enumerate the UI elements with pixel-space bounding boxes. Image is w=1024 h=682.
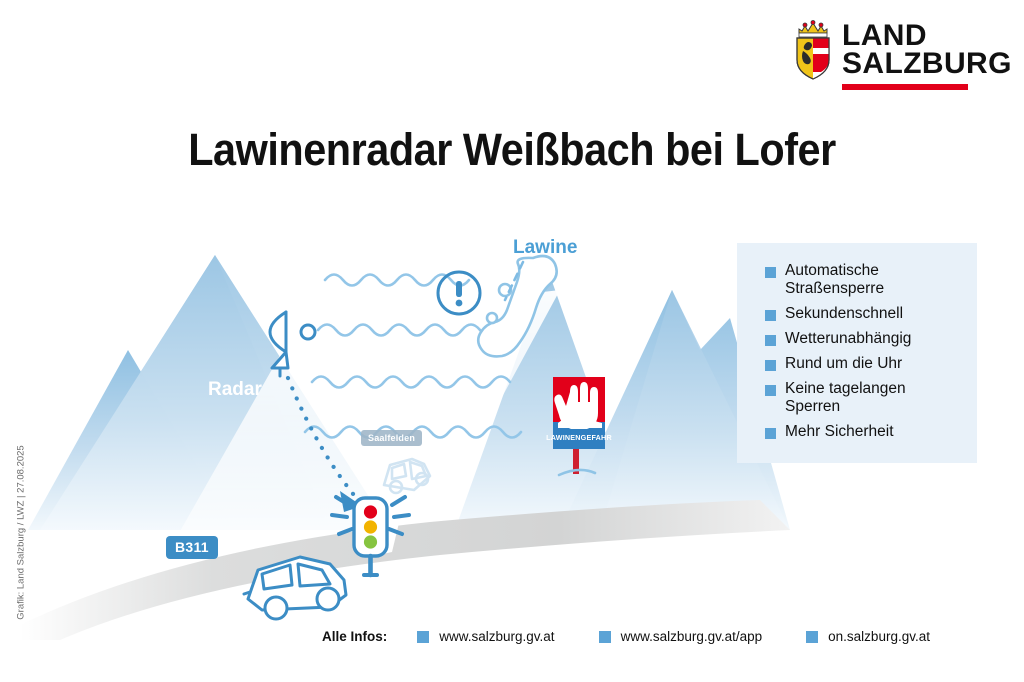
car-icon: [242, 555, 348, 621]
label-radar: Radar: [208, 379, 262, 400]
legend-item: Sekundenschnell: [765, 305, 965, 323]
legend-bullet-icon: [765, 334, 776, 346]
legend-bullet-icon: [765, 384, 776, 396]
footer-link-item[interactable]: www.salzburg.gv.at: [417, 629, 555, 644]
footer-label: Alle Infos:: [322, 629, 388, 644]
direction-badge-saalfelden: Saalfelden: [361, 430, 423, 446]
radar-dish-icon: [268, 310, 317, 378]
legend-item-label: Mehr Sicherheit: [785, 422, 894, 440]
logo-red-bar: [842, 84, 968, 90]
feature-legend-list: Automatische Straßensperre Sekundenschne…: [765, 262, 965, 448]
legend-item-label: Automatische Straßensperre: [785, 262, 885, 297]
footer-links-bar: Alle Infos: www.salzburg.gv.at www.salzb…: [0, 629, 1024, 653]
avalanche-flow: [476, 254, 558, 358]
legend-bullet-icon: [765, 309, 776, 321]
avalanche-motion-lines: [503, 260, 525, 302]
legend-bullet-icon: [765, 359, 776, 371]
ghost-car-icon: [382, 457, 432, 495]
footer-link-item[interactable]: on.salzburg.gv.at: [806, 629, 930, 644]
legend-item: Keine tagelangen Sperren: [765, 380, 965, 416]
page-title: Lawinenradar Weißbach bei Lofer: [188, 124, 836, 175]
legend-item: Wetterunabhängig: [765, 330, 965, 348]
land-salzburg-logo: LAND SALZBURG: [792, 20, 1011, 92]
illustration-scene: LAWINENGEFAHR Radar Lawine: [0, 200, 1024, 640]
logo-line-1: LAND: [842, 19, 927, 52]
radar-beam-cone: [175, 290, 560, 540]
stop-hand-icon: [554, 382, 602, 429]
logo-line-2: SALZBURG: [842, 46, 1012, 80]
legend-item-label: Rund um die Uhr: [785, 354, 903, 372]
footer-link-label[interactable]: on.salzburg.gv.at: [828, 629, 930, 644]
legend-item-label: Keine tagelangen Sperren: [785, 379, 906, 415]
footer-link-item[interactable]: www.salzburg.gv.at/app: [598, 629, 763, 644]
footer-inner: Alle Infos: www.salzburg.gv.at www.salzb…: [322, 629, 974, 644]
feature-legend-box: Automatische Straßensperre Sekundenschne…: [737, 243, 977, 463]
legend-item: Mehr Sicherheit: [765, 423, 965, 441]
footer-bullet-icon: [417, 630, 430, 643]
legend-item: Automatische Straßensperre: [765, 262, 965, 298]
legend-item: Rund um die Uhr: [765, 355, 965, 373]
traffic-light-icon: [330, 495, 411, 578]
logo-wordmark: LAND SALZBURG: [842, 19, 1012, 80]
label-lawine: Lawine: [513, 237, 578, 258]
legend-bullet-icon: [765, 267, 776, 278]
warning-exclamation-icon: [436, 270, 482, 316]
road-number-badge: B311: [166, 536, 218, 559]
legend-item-label: Sekundenschnell: [785, 304, 904, 322]
legend-item-label: Wetterunabhängig: [785, 329, 912, 347]
footer-bullet-icon: [598, 630, 611, 643]
salzburg-coat-of-arms-icon: [796, 20, 830, 80]
warning-sign-text: LAWINENGEFAHR: [546, 433, 612, 442]
footer-link-label[interactable]: www.salzburg.gv.at: [439, 629, 555, 644]
footer-bullet-icon: [806, 630, 819, 643]
legend-bullet-icon: [765, 427, 776, 439]
avalanche-warning-sign: LAWINENGEFAHR: [546, 377, 612, 477]
footer-link-label[interactable]: www.salzburg.gv.at/app: [620, 629, 763, 644]
